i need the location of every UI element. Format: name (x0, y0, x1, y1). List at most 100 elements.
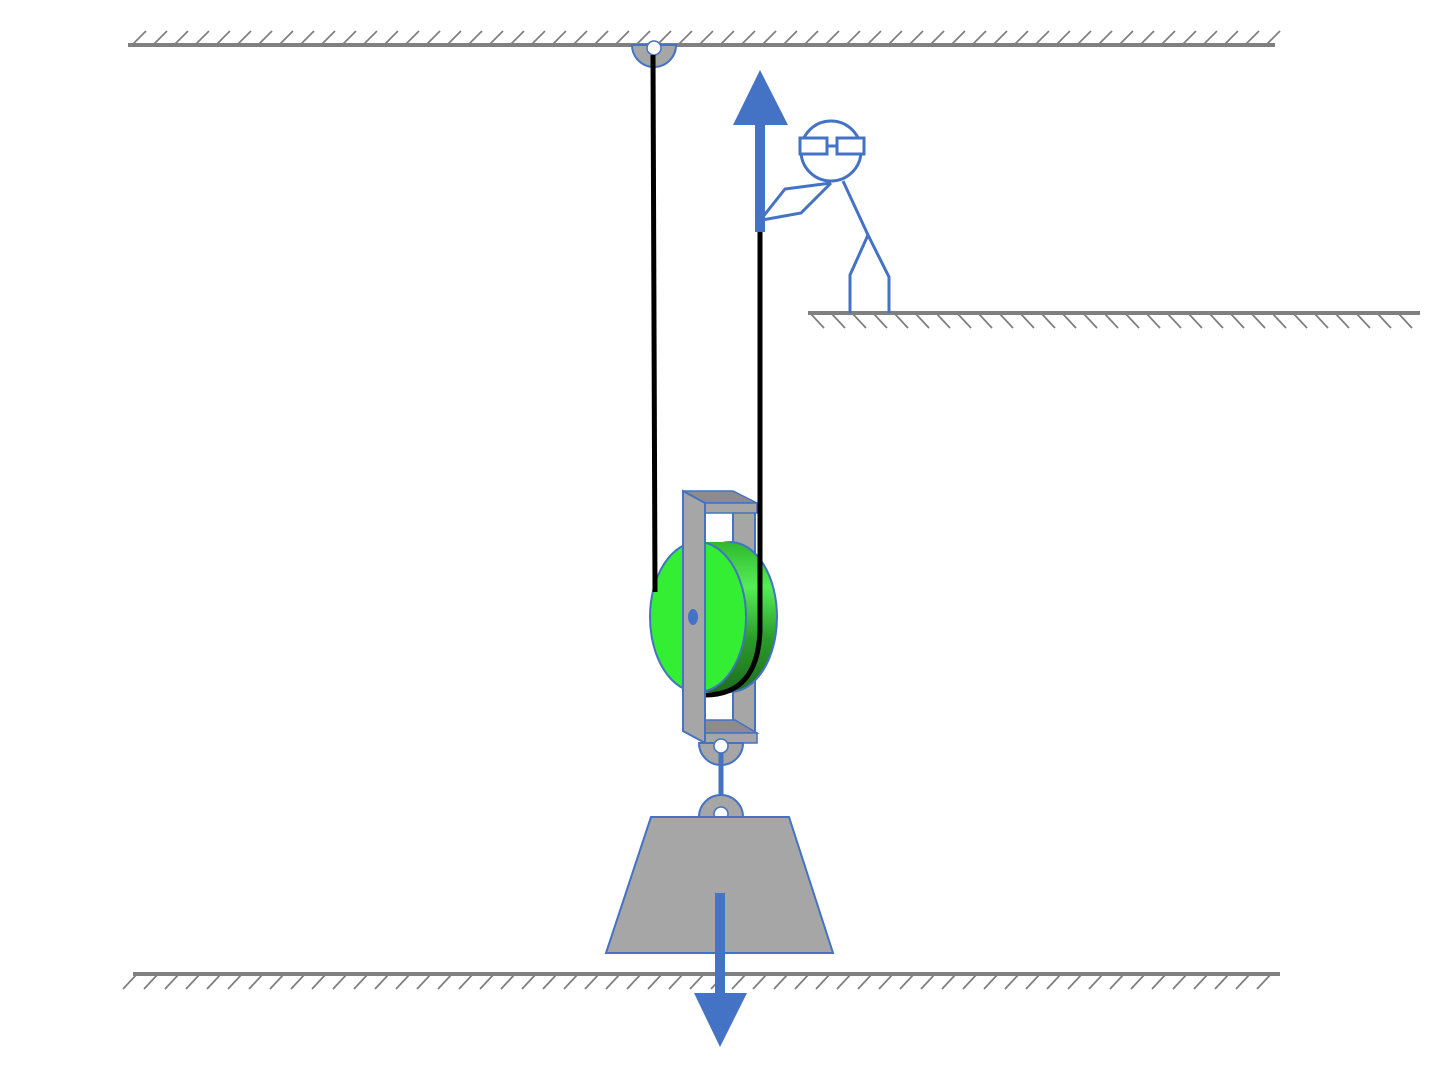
hatch-mark (1139, 30, 1155, 46)
hatch-mark (1334, 312, 1350, 329)
hatch-mark (1061, 312, 1077, 329)
hatch-mark (1223, 30, 1239, 46)
hatch-mark (1265, 30, 1281, 46)
hatch-mark (1292, 312, 1308, 329)
hatch-mark (887, 30, 903, 46)
hatch-mark (152, 30, 168, 46)
hatch-mark (584, 973, 600, 990)
hatch-mark (635, 30, 651, 46)
hatch-mark (1271, 312, 1287, 329)
hatch-mark (1172, 973, 1188, 990)
hatch-mark (773, 973, 789, 990)
hatch-mark (131, 30, 147, 46)
hatch-mark (269, 973, 285, 990)
hatch-mark (1202, 30, 1218, 46)
hatch-mark (857, 973, 873, 990)
hatch-mark (437, 973, 453, 990)
hatch-mark (698, 30, 714, 46)
hatch-mark (1256, 973, 1272, 990)
hatch-mark (458, 973, 474, 990)
hatch-mark (929, 30, 945, 46)
hatch-mark (872, 312, 888, 329)
hatch-mark (935, 312, 951, 329)
hatch-mark (1004, 973, 1020, 990)
hatch-mark (809, 312, 825, 329)
hatch-mark (1355, 312, 1371, 329)
rope (650, 54, 763, 698)
hatch-mark (1181, 30, 1197, 46)
hatch-mark (1082, 312, 1098, 329)
hatch-mark (530, 30, 546, 46)
weight (604, 816, 835, 954)
hatch-mark (668, 973, 684, 990)
hatch-mark (1130, 973, 1146, 990)
hatch-mark (983, 973, 999, 990)
hatch-mark (1034, 30, 1050, 46)
hatch-mark (1250, 312, 1266, 329)
hatch-mark (899, 973, 915, 990)
hatch-mark (425, 30, 441, 46)
hatch-mark (824, 30, 840, 46)
hatch-mark (404, 30, 420, 46)
hatch-mark (998, 312, 1014, 329)
hatch-mark (1235, 973, 1251, 990)
hatch-mark (1097, 30, 1113, 46)
hatch-mark (1151, 973, 1167, 990)
hatch-mark (1013, 30, 1029, 46)
hatch-mark (908, 30, 924, 46)
hatch-mark (446, 30, 462, 46)
hatch-mark (362, 30, 378, 46)
hatch-mark (941, 973, 957, 990)
hatch-mark (1166, 312, 1182, 329)
hatch-mark (185, 973, 201, 990)
person (760, 119, 891, 313)
hatch-mark (992, 30, 1008, 46)
pull-force-arrow (733, 70, 788, 232)
hatch-mark (290, 973, 306, 990)
hatch-mark (614, 30, 630, 46)
hatch-mark (257, 30, 273, 46)
hatch-mark (311, 973, 327, 990)
hatch-mark (1055, 30, 1071, 46)
hatch-mark (1313, 312, 1329, 329)
hatch-mark (752, 973, 768, 990)
hatch-mark (215, 30, 231, 46)
hatch-mark (488, 30, 504, 46)
hatch-mark (647, 973, 663, 990)
hook-link (697, 738, 745, 822)
hatch-mark (731, 973, 747, 990)
hatch-mark (593, 30, 609, 46)
hatch-mark (206, 973, 222, 990)
hatch-mark (164, 973, 180, 990)
hatch-mark (1145, 312, 1161, 329)
hatch-mark (1187, 312, 1203, 329)
hatch-mark (851, 312, 867, 329)
hatch-mark (1376, 312, 1392, 329)
hatch-mark (815, 973, 831, 990)
hatch-mark (1244, 30, 1260, 46)
hatch-mark (320, 30, 336, 46)
hatch-mark (740, 30, 756, 46)
hatch-mark (1229, 312, 1245, 329)
hatch-mark (542, 973, 558, 990)
hatch-mark (836, 973, 852, 990)
hatch-mark (920, 973, 936, 990)
hatch-mark (761, 30, 777, 46)
hatch-mark (1214, 973, 1230, 990)
hatch-mark (416, 973, 432, 990)
hatch-mark (1118, 30, 1134, 46)
hatch-mark (395, 973, 411, 990)
hatch-mark (572, 30, 588, 46)
hatch-mark (467, 30, 483, 46)
hatch-mark (1046, 973, 1062, 990)
hatch-mark (866, 30, 882, 46)
hatch-mark (143, 973, 159, 990)
hatch-mark (878, 973, 894, 990)
hatch-mark (374, 973, 390, 990)
hatch-mark (236, 30, 252, 46)
hatch-mark (1067, 973, 1083, 990)
hatch-mark (521, 973, 537, 990)
hatch-mark (803, 30, 819, 46)
hatch-mark (1124, 312, 1140, 329)
